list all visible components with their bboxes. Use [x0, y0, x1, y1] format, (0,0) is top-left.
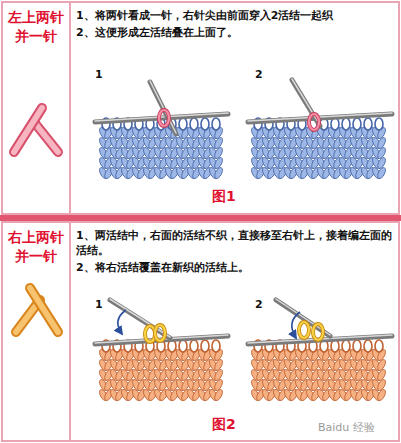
highlight-loop: [313, 324, 323, 340]
highlight-loop: [309, 114, 319, 130]
knitting-needle: [110, 300, 170, 338]
highlight-loop: [155, 325, 165, 341]
highlight-loop: [159, 110, 169, 126]
highlight-loop: [309, 114, 319, 130]
stitch-name-cell: 左上两针并一针: [3, 4, 69, 213]
highlight-loop: [159, 110, 169, 126]
chart-symbol: [30, 288, 58, 332]
instruction-step: 2、将右活结覆盖在新织的活结上。: [76, 261, 392, 276]
instruction-step: 2、这便形成左活结叠在上面了。: [76, 26, 392, 41]
chart-symbol: [30, 288, 58, 332]
figure-step-number: 2: [255, 298, 263, 311]
chart-symbol: [14, 108, 42, 152]
figure-step-number: 1: [95, 298, 103, 311]
chart-symbol: [14, 108, 42, 152]
watermark: Baidu 经验: [318, 420, 375, 435]
instruction-panel: 1、将两针看成一针，右针尖由前面穿入2活结一起织 2、这便形成左活结叠在上面了。: [71, 4, 397, 64]
highlight-loop: [299, 322, 309, 338]
section-frame: [2, 222, 399, 441]
instruction-panel: 1、两活结中，右面的活结不织，直接移至右针上，接着编左面的活结。 2、将右活结覆盖…: [71, 224, 397, 294]
instruction-step: 1、将两针看成一针，右针尖由前面穿入2活结一起织: [76, 9, 392, 24]
motion-arrow: [292, 312, 300, 338]
highlight-loop: [155, 325, 165, 341]
stitch-name: 右上两针并一针: [7, 228, 65, 266]
figure-step-number: 2: [255, 68, 263, 81]
knitting-needle: [292, 80, 320, 126]
knitting-needle: [110, 299, 170, 337]
figure-caption: 图2: [212, 416, 236, 434]
knit-fabric: [250, 340, 387, 402]
column-divider: [69, 222, 71, 441]
knitting-needle: [292, 79, 320, 125]
highlight-loop: [313, 324, 323, 340]
stitch-name-cell: 右上两针并一针: [3, 224, 69, 440]
chart-symbol: [34, 122, 58, 152]
motion-arrow: [118, 310, 126, 334]
stitch-name: 左上两针并一针: [7, 8, 65, 46]
figure-caption: 图1: [212, 188, 236, 206]
knitting-needle: [150, 81, 176, 133]
knitting-needle: [150, 82, 176, 134]
knit-fabric: [98, 340, 224, 402]
column-divider: [69, 2, 71, 214]
section-divider: [0, 215, 401, 221]
section-frame: [2, 2, 399, 214]
knit-fabric: [98, 118, 224, 180]
chart-symbol: [34, 122, 58, 152]
knitting-needle: [95, 114, 228, 122]
instruction-step: 1、两活结中，右面的活结不织，直接移至右针上，接着编左面的活结。: [76, 229, 392, 259]
highlight-loop: [299, 322, 309, 338]
figure-step-number: 1: [95, 68, 103, 81]
